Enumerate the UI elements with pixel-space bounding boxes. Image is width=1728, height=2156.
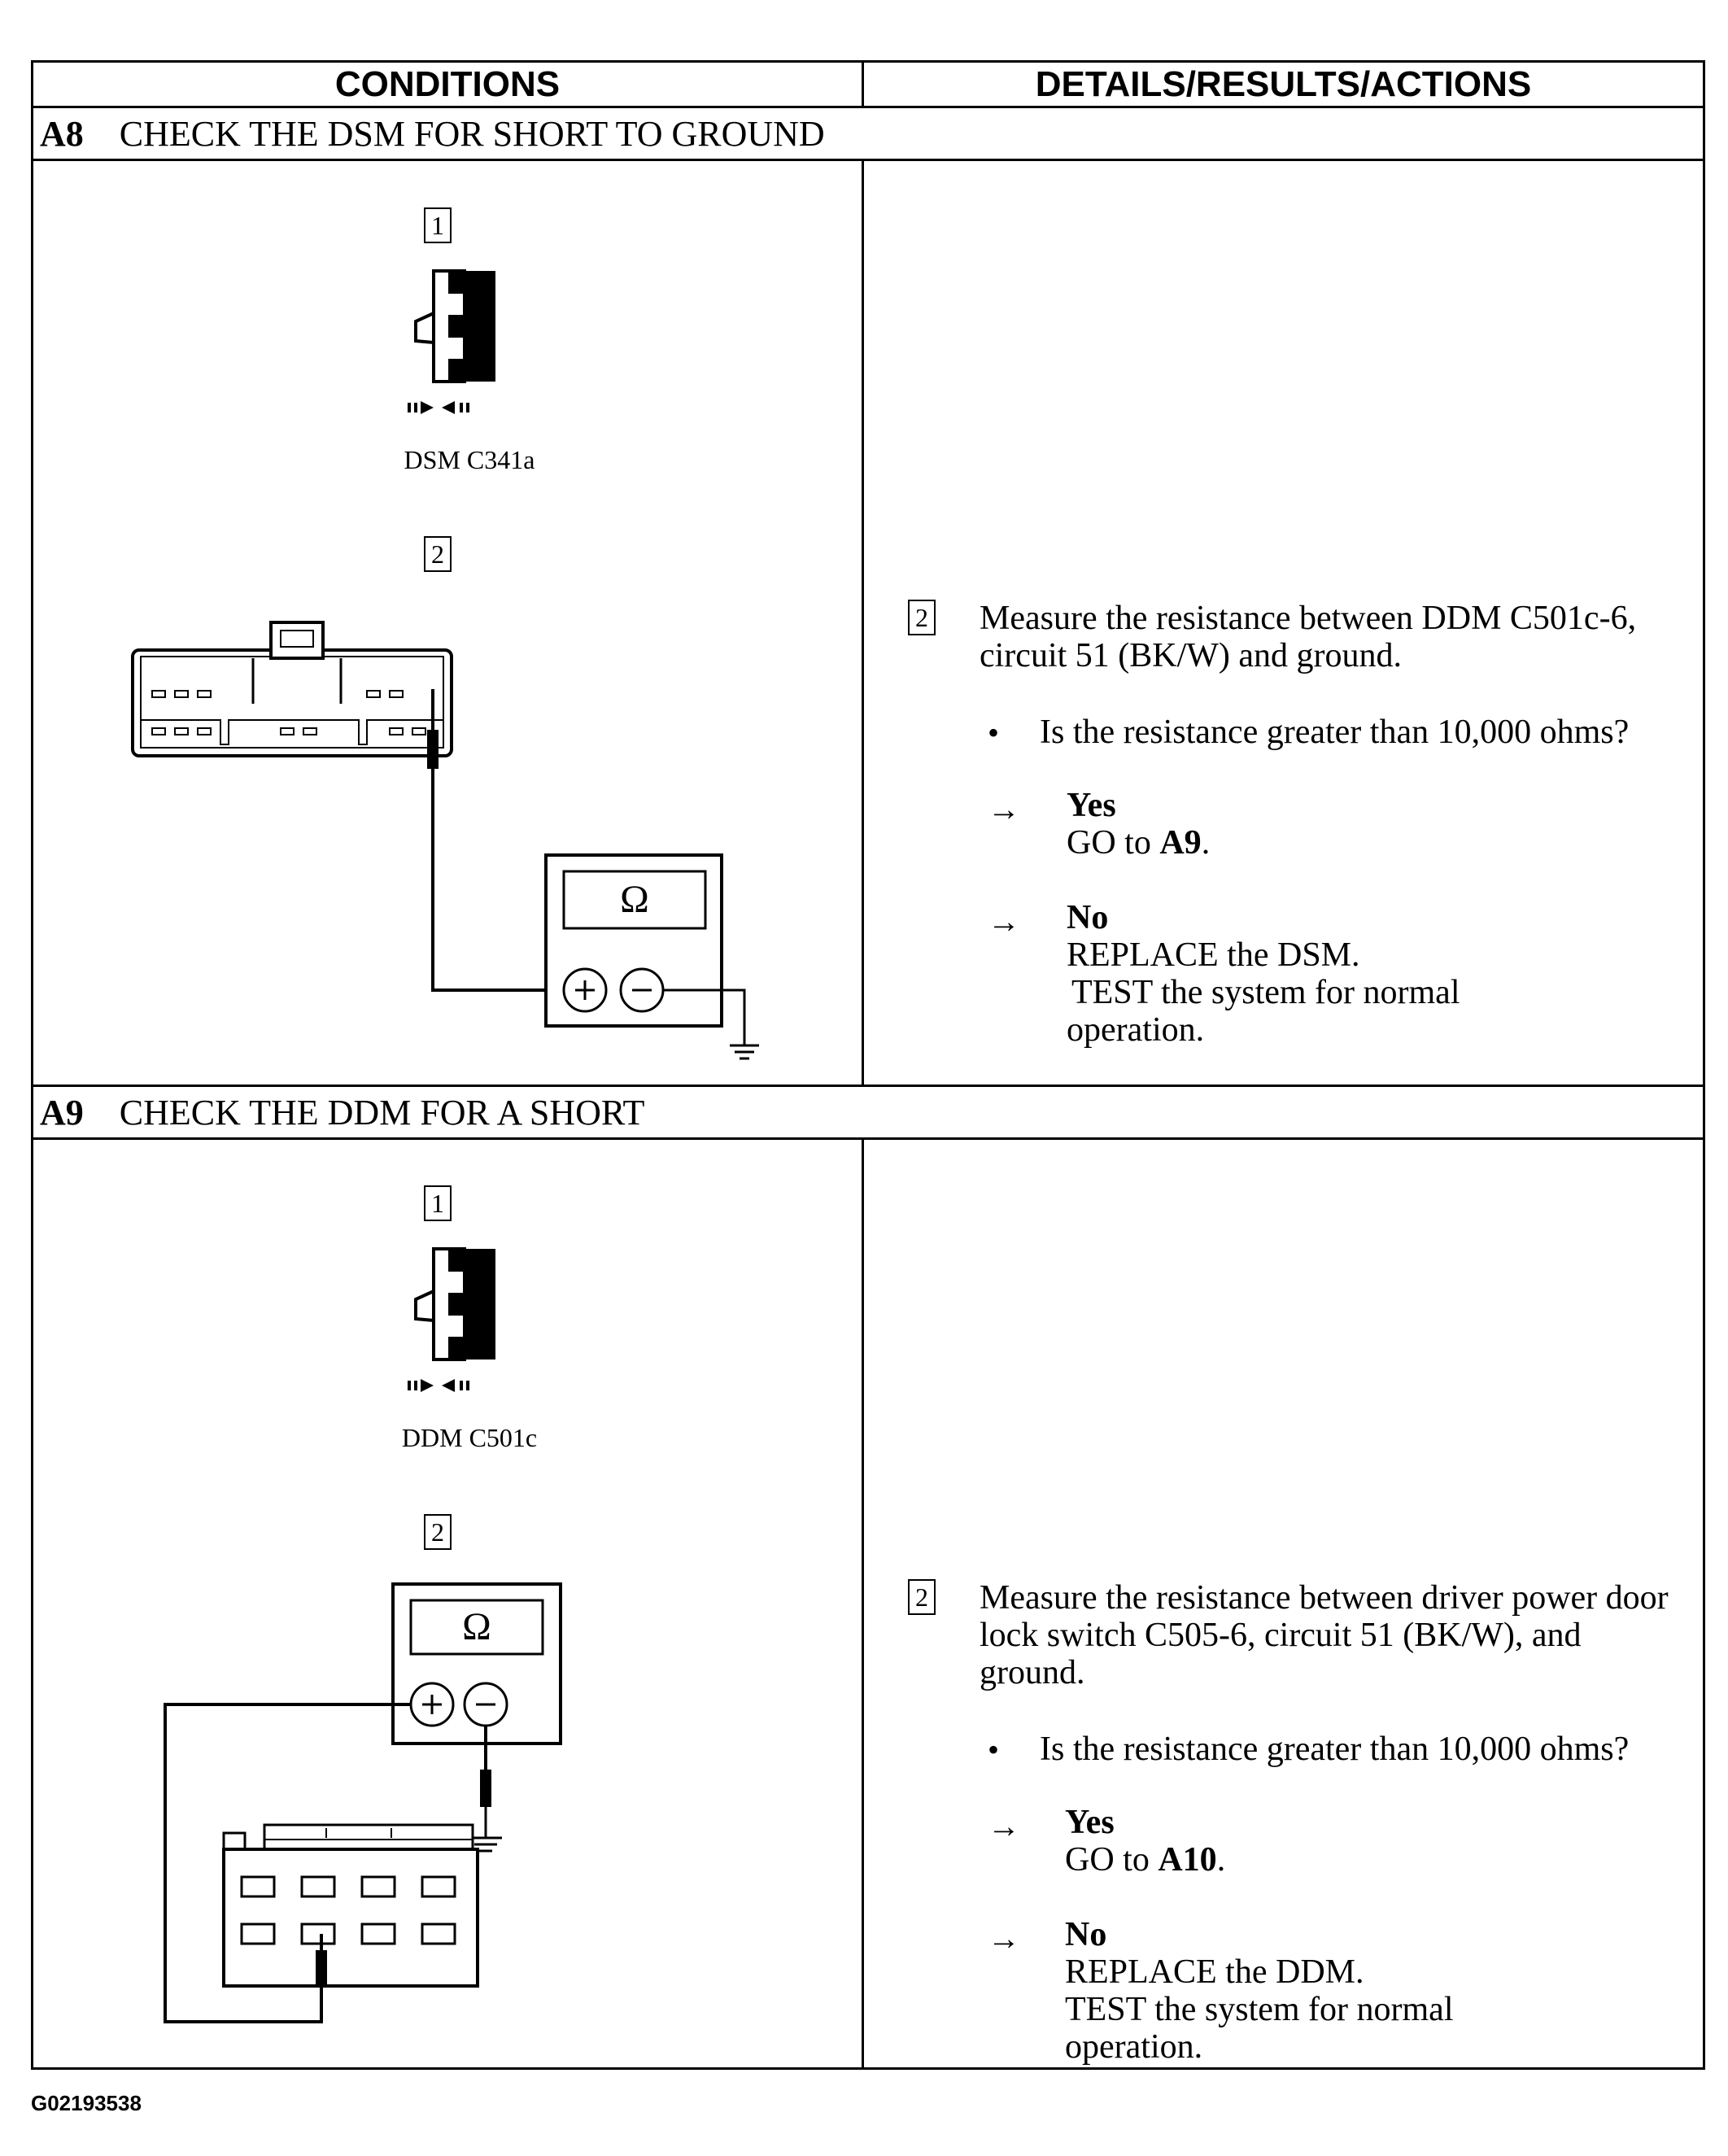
section-a8-id: A8 — [40, 113, 84, 154]
a8-step2-marker: 2 — [424, 536, 452, 572]
a8-yes-label: Yes — [1067, 787, 1116, 824]
section-a9-divider — [33, 1137, 1703, 1140]
a9-yes-arrow-icon: → — [988, 1808, 1020, 1844]
a9-no-label: No — [1065, 1916, 1107, 1953]
section-a9-title: A9 CHECK THE DDM FOR A SHORT — [33, 1087, 1703, 1137]
a8-question: Is the resistance greater than 10,000 oh… — [1040, 714, 1630, 751]
section-a8-title: A8 CHECK THE DSM FOR SHORT TO GROUND — [33, 108, 1703, 159]
a9-detail-step-marker: 2 — [908, 1579, 936, 1615]
a8-no-label: No — [1067, 899, 1109, 936]
a9-no-action-2: TEST the system for normal — [1065, 1991, 1454, 2028]
a8-detail-line-1: Measure the resistance between DDM C501c… — [980, 600, 1637, 637]
a8-yes-action: GO to A9. — [1067, 824, 1210, 862]
a8-connector-label: DSM C341a — [404, 445, 535, 474]
a9-connector-disconnect-icon — [408, 1247, 495, 1392]
a8-yes-action-suffix: . — [1201, 824, 1211, 862]
a8-no-action-2: TEST the system for normal — [1071, 974, 1460, 1011]
a9-no-action-1: REPLACE the DDM. — [1065, 1953, 1364, 1991]
figure-reference-id: G02193538 — [31, 2091, 142, 2115]
a9-detail-line-3: ground. — [980, 1654, 1085, 1691]
section-a9-column-divider — [862, 1140, 864, 2070]
a9-step2-marker: 2 — [424, 1514, 452, 1550]
a8-no-action-1: REPLACE the DSM. — [1067, 936, 1360, 974]
a8-connector-disconnect-icon — [408, 269, 495, 414]
a8-yes-action-target: A9 — [1159, 824, 1202, 862]
a9-yes-action-target: A10 — [1158, 1841, 1217, 1879]
section-a9-title-text: CHECK THE DDM FOR A SHORT — [119, 1092, 645, 1133]
a9-yes-action: GO to A10. — [1065, 1841, 1225, 1879]
a9-yes-action-prefix: GO to — [1065, 1841, 1159, 1879]
section-a8-title-text: CHECK THE DSM FOR SHORT TO GROUND — [119, 113, 825, 154]
diagnostic-table: CONDITIONS DETAILS/RESULTS/ACTIONS A8 CH… — [31, 60, 1705, 2070]
section-a8-divider — [33, 159, 1703, 161]
a8-yes-arrow-icon: → — [988, 791, 1020, 827]
header-divider — [862, 63, 864, 108]
section-a9-top-divider — [33, 1085, 1703, 1087]
a9-detail-line-2: lock switch C505-6, circuit 51 (BK/W), a… — [980, 1617, 1582, 1654]
a8-meter-circuit-diagram — [131, 621, 759, 1060]
a9-detail-line-1: Measure the resistance between driver po… — [980, 1579, 1669, 1617]
a9-ohm-symbol: Ω — [462, 1605, 491, 1648]
a8-yes-action-prefix: GO to — [1067, 824, 1160, 862]
a9-bullet: • — [988, 1731, 1000, 1768]
a8-no-action-3: operation. — [1067, 1011, 1205, 1049]
a9-no-arrow-icon: → — [988, 1920, 1020, 1957]
header-conditions: CONDITIONS — [33, 63, 862, 108]
a9-meter-circuit-diagram — [164, 1582, 562, 2023]
a8-detail-step-marker: 2 — [908, 600, 936, 635]
a8-no-arrow-icon: → — [988, 903, 1020, 940]
a8-step1-marker: 1 — [424, 207, 452, 243]
section-a9-id: A9 — [40, 1092, 84, 1133]
a9-yes-action-suffix: . — [1216, 1841, 1226, 1879]
a9-step1-marker: 1 — [424, 1185, 452, 1221]
a8-ohm-symbol: Ω — [620, 878, 649, 921]
a9-yes-label: Yes — [1065, 1804, 1115, 1841]
a8-detail-line-2: circuit 51 (BK/W) and ground. — [980, 637, 1403, 674]
section-a8-column-divider — [862, 161, 864, 1085]
a9-connector-label: DDM C501c — [401, 1423, 538, 1452]
a8-bullet: • — [988, 714, 1000, 751]
a9-no-action-3: operation. — [1065, 2028, 1203, 2066]
header-details: DETAILS/RESULTS/ACTIONS — [864, 63, 1703, 108]
a9-question: Is the resistance greater than 10,000 oh… — [1040, 1730, 1630, 1768]
